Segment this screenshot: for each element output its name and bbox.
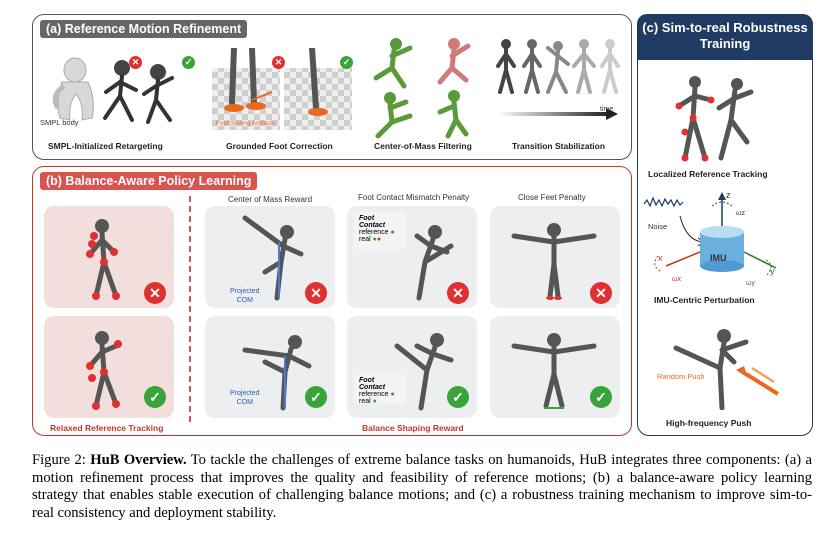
legend-real: real	[359, 236, 371, 243]
foot-correction-figure	[212, 48, 352, 130]
good-mark: ✓	[144, 386, 166, 408]
smpl-retargeting-figure	[52, 57, 174, 124]
bad-mark: ✕	[305, 282, 327, 304]
push-figure	[673, 329, 780, 410]
header-com-reward: Center of Mass Reward	[228, 195, 313, 204]
caption-high-frequency-push: High-frequency Push	[666, 418, 752, 428]
robot-foot-contact-good	[394, 333, 454, 411]
bad-mark: ✕	[144, 282, 166, 304]
noise-signal	[643, 196, 684, 208]
figure-caption: Figure 2: HuB Overview. To tackle the ch…	[32, 452, 812, 522]
wy-label: ωy	[746, 280, 755, 287]
noise-label: Noise	[648, 222, 668, 231]
caption-smpl-retargeting: SMPL-Initialized Retargeting	[48, 141, 163, 151]
bad-mark: ✕	[272, 56, 285, 69]
transition-stabilization-figure	[496, 39, 620, 120]
robot-close-feet-bad	[511, 223, 597, 300]
com-filtering-figure	[373, 38, 471, 139]
caption-balance-shaping: Balance Shaping Reward	[362, 423, 464, 433]
section-divider	[189, 196, 191, 422]
panel-a-title: (a) Reference Motion Refinement	[40, 20, 248, 38]
figure-label: Figure 2:	[32, 452, 86, 468]
caption-localized-tracking: Localized Reference Tracking	[648, 169, 768, 179]
good-mark: ✓	[447, 386, 469, 408]
projected-com-label: Projected COM	[230, 390, 260, 406]
foot-contact-legend: Foot Contact reference ● real ●	[354, 374, 406, 405]
robot-relaxed-tracking	[86, 331, 122, 410]
projected-com-label: Projected COM	[230, 288, 260, 304]
smpl-body-label: SMPL body	[40, 118, 79, 127]
y-axis-label: y	[770, 266, 775, 276]
caption-imu-perturbation: IMU-Centric Perturbation	[654, 295, 755, 305]
foot-contact-legend: Foot Contact reference ● real ●●	[354, 212, 406, 250]
robot-strict-tracking	[86, 219, 120, 300]
caption-transition-stabilization: Transition Stabilization	[512, 141, 606, 151]
retargeted-robot-2	[142, 64, 174, 124]
retargeted-robot-1	[103, 60, 138, 122]
panel-c-title: (c) Sim-to-real Robustness Training	[637, 14, 813, 60]
good-mark: ✓	[305, 386, 327, 408]
z-axis-label: z	[726, 190, 731, 200]
robot-close-feet-good	[511, 333, 597, 409]
foot-contact-title: Foot Contact	[359, 377, 386, 391]
legend-real: real	[359, 398, 371, 405]
imu-label: IMU	[710, 253, 727, 263]
wx-label: ωx	[672, 276, 681, 283]
foot-contact-title: Foot Contact	[359, 215, 386, 229]
imu-perturbation-diagram	[643, 192, 777, 277]
robot-com-good	[242, 335, 312, 411]
time-axis-label: time	[600, 106, 614, 113]
good-mark: ✓	[340, 56, 353, 69]
good-mark: ✓	[590, 386, 612, 408]
good-mark: ✓	[182, 56, 195, 69]
header-foot-contact-penalty: Foot Contact Mismatch Penalty	[358, 193, 470, 202]
smpl-body-figure	[52, 57, 94, 121]
foot-sliding-label: Foot Sliding Artifacts	[216, 120, 276, 127]
legend-reference: reference	[359, 229, 389, 236]
panel-reference-motion-refinement	[32, 14, 632, 160]
x-axis-label: x	[658, 253, 663, 263]
bad-mark: ✕	[447, 282, 469, 304]
caption-com-filtering: Center-of-Mass Filtering	[374, 141, 472, 151]
random-push-label: Random Push	[657, 372, 705, 381]
wz-label: ωz	[736, 210, 745, 217]
robot-com-bad	[242, 215, 304, 301]
panel-balance-aware-policy-learning	[32, 166, 632, 436]
caption-relaxed-tracking: Relaxed Reference Tracking	[50, 423, 164, 433]
bad-mark: ✕	[129, 56, 142, 69]
figure-caption-text: To tackle the challenges of extreme bala…	[32, 452, 812, 521]
header-close-feet-penalty: Close Feet Penalty	[518, 193, 586, 202]
figure-title: HuB Overview.	[90, 452, 187, 468]
legend-reference: reference	[359, 391, 389, 398]
panel-b-title: (b) Balance-Aware Policy Learning	[40, 172, 258, 190]
bad-mark: ✕	[590, 282, 612, 304]
localized-tracking-figure	[675, 76, 754, 162]
caption-foot-correction: Grounded Foot Correction	[226, 141, 333, 151]
robot-foot-contact-bad	[414, 225, 454, 301]
